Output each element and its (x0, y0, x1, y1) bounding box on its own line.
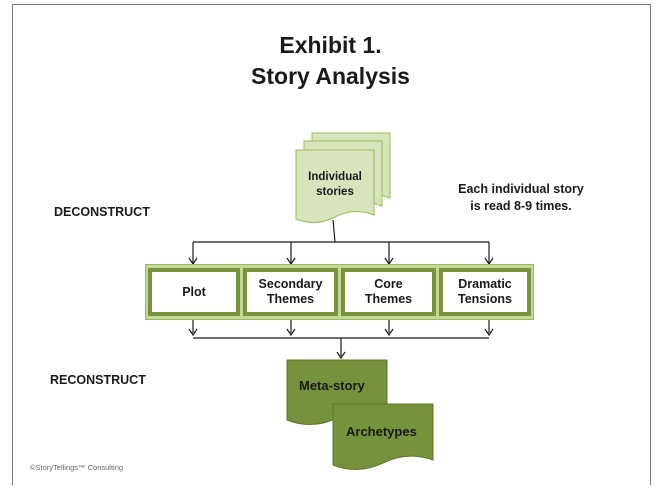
analysis-box-plot: Plot (148, 268, 240, 316)
output-documents (286, 359, 434, 470)
analysis-box-plot-line-1: Plot (182, 284, 206, 299)
analysis-box-secondary-themes: Secondary Themes (243, 268, 338, 316)
copyright-notice: ©StoryTellings™ Consulting (30, 463, 124, 472)
deconstruct-label: DECONSTRUCT (54, 205, 150, 219)
title-line-2: Story Analysis (251, 63, 410, 89)
analysis-box-core-themes-line-1: Core (374, 277, 403, 291)
meta-story-label: Meta-story (299, 378, 365, 393)
reconstruct-label: RECONSTRUCT (50, 373, 146, 387)
document-front (295, 149, 375, 223)
analysis-box-dramatic-tensions-line-2: Tensions (458, 292, 512, 306)
archetypes-document (332, 403, 434, 470)
analysis-box-dramatic-tensions-line-1: Dramatic (458, 277, 512, 291)
analysis-box-core-themes-line-2: Themes (364, 292, 413, 306)
archetypes-label: Archetypes (346, 424, 417, 439)
reconstruct-connectors (192, 320, 490, 356)
individual-stories-label: Individual stories (296, 170, 374, 200)
reading-note-line-2: is read 8-9 times. (470, 199, 572, 213)
reading-note-line-1: Each individual story (458, 182, 584, 196)
analysis-box-secondary-themes-line-1: Secondary (258, 277, 323, 291)
analysis-box-core-themes: Core Themes (341, 268, 436, 316)
individual-stories-line-1: Individual (308, 171, 362, 183)
reading-note: Each individual story is read 8-9 times. (436, 181, 606, 215)
deconstruct-connectors (192, 219, 490, 263)
reconstruct-arrowheads (188, 328, 494, 360)
individual-stories-line-2: stories (316, 186, 354, 198)
analysis-box-dramatic-tensions: Dramatic Tensions (439, 268, 531, 316)
analysis-box-secondary-themes-line-2: Themes (266, 292, 315, 306)
title-line-1: Exhibit 1. (279, 32, 382, 58)
individual-stories-document-stack (295, 132, 391, 223)
